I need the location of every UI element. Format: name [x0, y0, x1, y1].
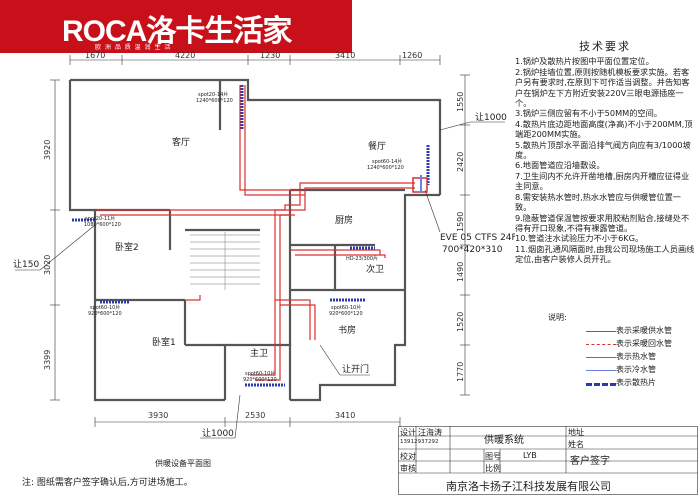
legend-row-supply: 表示采暖供水管 [548, 325, 698, 338]
cold-water-line [420, 175, 422, 193]
room-dining: 餐厅 [368, 140, 386, 152]
rad-living-model: spot20-14片 [198, 91, 228, 98]
tb-system: 供暖系统 [484, 435, 524, 446]
tech-item-6: 6.地面管道应沿墙敷设。 [515, 160, 605, 171]
room-bedroom1: 卧室1 [152, 336, 176, 348]
boiler-size: 700*420*310 [442, 245, 503, 255]
tb-sign-label: 客户签字 [570, 456, 610, 467]
room-second-bath: 次卫 [366, 263, 384, 275]
dim-right-1: 1550 [456, 92, 465, 112]
rad-second-bath: HD-23/300片 [346, 255, 378, 262]
room-master-bath: 主卫 [250, 347, 268, 359]
tb-audit-label: 审核 [400, 464, 416, 473]
tech-title: 技术要求 [579, 40, 631, 53]
room-living: 客厅 [172, 136, 190, 148]
tech-item-9: 9.隐蔽管道保温管按要求用胶粘剂贴合,接缝处不得有开口现象,不得有裸露管道。 [515, 212, 690, 233]
legend-swatch-return [586, 344, 616, 345]
boiler-model: EVE 05 CTFS 24F [440, 233, 515, 243]
dim-left-2: 3020 [43, 255, 52, 275]
legend-title: 说明: [548, 313, 567, 322]
note-rang150: 让150 [13, 259, 39, 270]
legend-label-return: 表示采暖回水管 [616, 339, 672, 348]
tb-designer: 汪海涛 [418, 428, 442, 437]
dim-left-1: 3920 [43, 140, 52, 160]
tb-design-label: 设计 [400, 428, 416, 437]
legend-row-return: 表示采暖回水管 [548, 338, 698, 351]
tech-item-11: 11.烟囱孔通风隔面时,由我公司现场施工人员画线定位,由客户装修人员开孔。 [515, 243, 695, 265]
legend-label-cold: 表示冷水管 [616, 365, 656, 374]
rad-study-model: spot60-10片 [331, 304, 361, 311]
tech-item-8: 8.需安装热水管时,热水水管应与供暖管位置一致。 [515, 191, 681, 213]
legend-label-hot: 表示热水管 [616, 352, 656, 361]
brand-banner [0, 0, 352, 53]
legend-swatch-supply [586, 331, 616, 332]
note-rang1000-top: 让1000 [475, 112, 507, 123]
dim-top-5: 1260 [402, 51, 422, 60]
legend-swatch-radiator [586, 383, 616, 386]
rad-bedroom2-model: spot20-11片 [85, 215, 115, 222]
tech-item-3: 3.锅炉三侧应留有不小于50MM的空间。 [515, 108, 662, 119]
dim-bottom-3: 3410 [335, 411, 355, 420]
tech-item-10: 10.管道注水试验压力不小于6KG。 [515, 233, 644, 244]
legend-row-hot: 表示热水管 [548, 351, 698, 364]
legend-label-supply: 表示采暖供水管 [616, 326, 672, 335]
dim-right-5: 1520 [456, 312, 465, 332]
tb-check-label: 校对 [400, 452, 416, 461]
tb-drawing-no-label: 图号 [485, 452, 501, 461]
rad-master-bath-size: 920*600*120 [243, 377, 277, 383]
rad-study-size: 920*600*120 [329, 311, 363, 317]
tb-phone: 13912937292 [400, 439, 439, 445]
footer-note: 注: 图纸需客户签字确认后,方可进场施工。 [22, 478, 193, 488]
dim-left-3: 3399 [43, 350, 52, 370]
legend-row-cold: 表示冷水管 [548, 364, 698, 377]
legend-swatch-cold [586, 370, 616, 371]
dim-bottom-2: 2530 [245, 411, 265, 420]
dim-bottom-1: 3930 [148, 411, 168, 420]
room-bedroom2: 卧室2 [115, 241, 139, 253]
tb-name-label: 姓名 [568, 440, 584, 449]
rad-dining-size: 1240*600*120 [367, 165, 404, 171]
dim-top-2: 4220 [175, 51, 195, 60]
title-block: 设计 汪海涛 13912937292 供暖系统 地址 姓名 校对 图号 LYB … [398, 426, 698, 495]
brand-logo: ROCA洛卡生活家 [62, 15, 292, 48]
dim-right-2: 2420 [456, 152, 465, 172]
dim-right-6: 1770 [456, 362, 465, 382]
legend-swatch-hot [586, 357, 616, 358]
tb-address-label: 地址 [568, 428, 584, 437]
rad-bedroom1-size: 920*600*120 [88, 311, 122, 317]
tech-item-4: 4.散热片底边距地面高度(净高)不小于200MM,顶端距200MM实施。 [515, 118, 693, 140]
tech-item-5: 5.散热片顶部水平面沿排气阀方向应有3/1000坡度。 [515, 139, 691, 161]
dim-right-4: 1490 [456, 262, 465, 282]
tech-item-1: 1.锅炉及散热片按图中平面位置定位。 [515, 56, 654, 67]
dim-top-1: 1670 [85, 51, 105, 60]
room-kitchen: 厨房 [335, 214, 353, 226]
brand-subtitle: 欧 洲 品 质 温 润 生 活 [95, 44, 172, 51]
dim-top-4: 3410 [335, 51, 355, 60]
dim-top-3: 1230 [260, 51, 280, 60]
tb-company: 南京洛卡扬子江科技发展有限公司 [446, 480, 611, 493]
rad-bedroom2-size: 1080*600*120 [84, 222, 121, 228]
rad-master-bath-model: spot60-10片 [245, 370, 275, 377]
dim-right-3: 1590 [456, 212, 465, 232]
legend: 说明: 表示采暖供水管 表示采暖回水管 表示热水管 表示冷水管 表示散热片 [548, 312, 698, 390]
tech-item-2: 2.锅炉挂墙位置,原则按随机模板要求实施。若客户另有要求时,在原则下可作适当调整… [515, 66, 690, 109]
rad-living-size: 1240*600*120 [196, 98, 233, 104]
tech-requirements: 技术要求 1.锅炉及散热片按图中平面位置定位。 2.锅炉挂墙位置,原则按随机模板… [515, 40, 695, 265]
tb-scale-label: 比例 [485, 464, 501, 473]
rad-bedroom1-model: spot60-10片 [90, 304, 120, 311]
room-study: 书房 [338, 324, 356, 336]
tech-item-7: 7.卫生间内不允许开凿地槽,厨房内开槽应征得业主同意。 [515, 170, 690, 192]
legend-row-radiator: 表示散热片 [548, 377, 698, 390]
rad-dining-model: spot60-14片 [372, 158, 402, 165]
note-rang-door: 让开门 [342, 363, 369, 375]
floor-plan: 1670 4220 1230 3410 1260 3930 2530 3410 … [13, 51, 515, 439]
plan-title: 供暖设备平面图 [155, 459, 211, 468]
tb-drawing-no: LYB [523, 451, 537, 460]
legend-label-radiator: 表示散热片 [616, 378, 656, 387]
note-rang1000-bottom: 让1000 [202, 428, 234, 439]
